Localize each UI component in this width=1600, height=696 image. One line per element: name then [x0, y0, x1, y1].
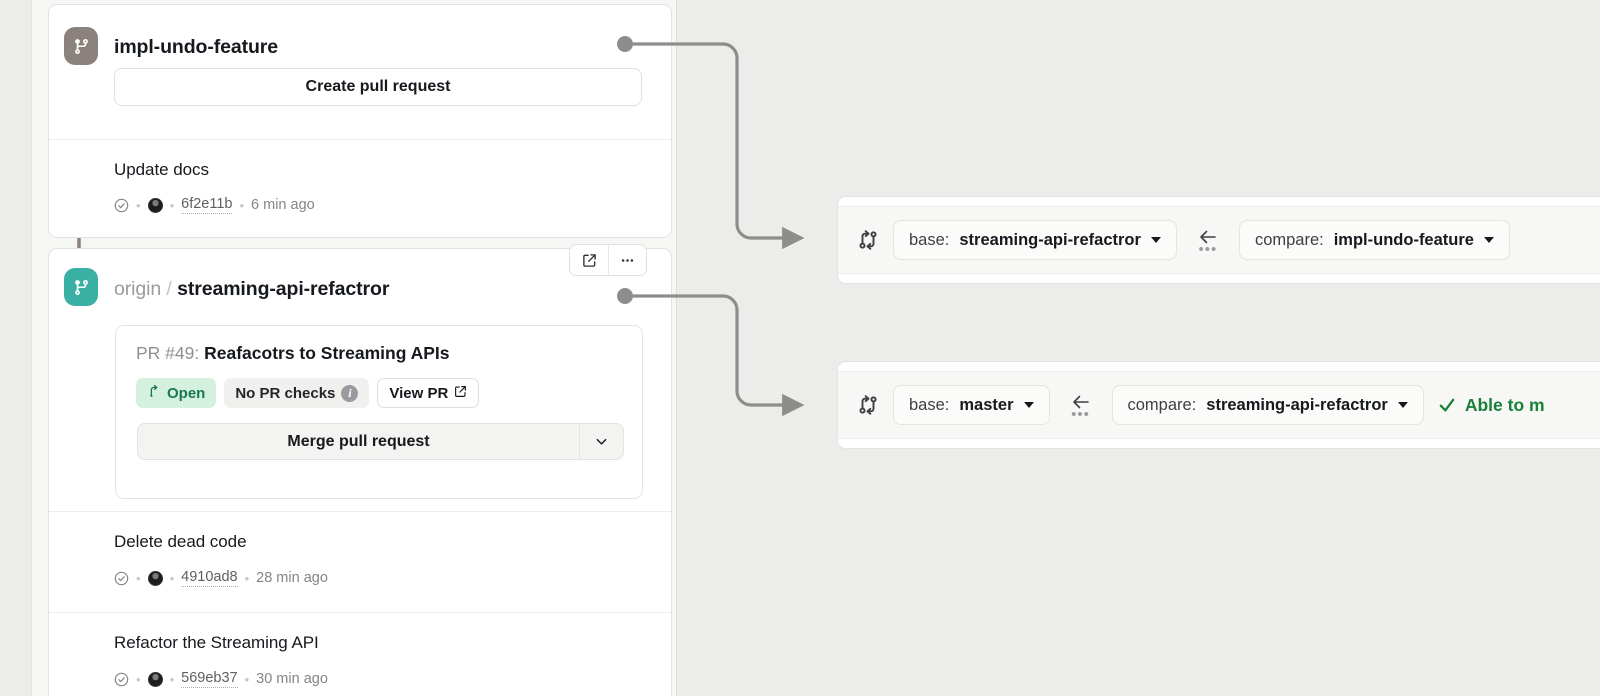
compare-bar-1: base: streaming-api-refactror ••• compar…: [837, 196, 1600, 284]
commit-sha[interactable]: 6f2e11b: [181, 196, 233, 214]
commit-time: 28 min ago: [256, 570, 328, 586]
branch-short-name: streaming-api-refactror: [177, 278, 390, 300]
arrow-left-icon: [1200, 230, 1216, 243]
commit-message[interactable]: Update docs: [114, 160, 209, 179]
compare-label: compare:: [1254, 230, 1324, 249]
commit-meta-row: • • 4910ad8 • 28 min ago: [114, 569, 328, 587]
branch-remote-prefix: origin: [114, 278, 162, 300]
commit-meta-row: • • 569eb37 • 30 min ago: [114, 670, 328, 688]
meta-separator: •: [136, 671, 141, 687]
commit-meta-row: • • 6f2e11b • 6 min ago: [114, 196, 315, 214]
base-branch-name: master: [959, 395, 1014, 414]
meta-separator: •: [169, 197, 175, 213]
open-external-button[interactable]: [570, 245, 608, 275]
branch-actions-group[interactable]: [569, 244, 647, 276]
card-divider: [49, 612, 671, 613]
compare-branch-select[interactable]: compare: impl-undo-feature: [1238, 220, 1510, 260]
meta-separator: •: [169, 671, 175, 687]
base-branch-name: streaming-api-refactror: [959, 230, 1141, 249]
left-gutter: [0, 0, 31, 696]
commit-message[interactable]: Delete dead code: [114, 532, 247, 551]
commit-time: 30 min ago: [256, 671, 328, 687]
card-divider: [49, 139, 671, 140]
external-link-icon: [454, 385, 467, 402]
compare-bar-2: base: master ••• compare: streaming-api-…: [837, 361, 1600, 449]
branch-remote-separator: /: [166, 278, 172, 300]
check-circle-icon: [114, 198, 129, 213]
external-link-icon: [582, 253, 596, 267]
create-pull-request-button[interactable]: Create pull request: [114, 68, 642, 106]
meta-separator: •: [239, 197, 245, 213]
base-label: base:: [909, 395, 950, 414]
status-badge-label: Open: [167, 384, 206, 402]
branch-card-streaming-api-refactror[interactable]: origin / streaming-api-refactror PR #49:…: [48, 248, 672, 696]
meta-separator: •: [136, 197, 141, 213]
compare-branch-select[interactable]: compare: streaming-api-refactror: [1111, 385, 1424, 425]
info-icon[interactable]: i: [341, 384, 359, 402]
merge-status: Able to m: [1438, 395, 1545, 416]
more-options-button[interactable]: [608, 245, 646, 275]
merge-options-caret[interactable]: [579, 424, 623, 459]
commit-time: 6 min ago: [251, 197, 315, 213]
meta-separator: •: [244, 671, 250, 687]
status-badge-open: Open: [136, 378, 217, 408]
pr-checks-label: No PR checks: [235, 384, 336, 402]
meta-separator: •: [136, 570, 141, 586]
git-branch-icon: [64, 268, 98, 306]
git-branch-glyph: [74, 279, 88, 295]
arrow-left-icon: [1072, 395, 1089, 408]
compare-toolbar: base: master ••• compare: streaming-api-…: [838, 371, 1600, 439]
commit-sha[interactable]: 4910ad8: [181, 569, 238, 587]
merge-pull-request-split-button[interactable]: Merge pull request: [137, 423, 624, 460]
meta-separator: •: [169, 570, 175, 586]
avatar: [147, 671, 163, 687]
view-pr-button[interactable]: View PR: [377, 378, 480, 408]
base-branch-select[interactable]: base: master: [893, 385, 1050, 425]
pr-open-icon: [147, 384, 161, 402]
compare-label: compare:: [1127, 395, 1197, 414]
git-compare-icon: [857, 229, 879, 251]
swap-branches-button[interactable]: •••: [1191, 228, 1225, 258]
git-branch-glyph: [74, 38, 88, 54]
chevron-down-icon: [1023, 402, 1034, 408]
commit-message[interactable]: Refactor the Streaming API: [114, 633, 319, 652]
swap-branches-button[interactable]: •••: [1064, 393, 1098, 423]
branch-name-label: impl-undo-feature: [114, 36, 279, 58]
swap-dots: •••: [1071, 405, 1090, 423]
chevron-down-icon: [1483, 237, 1494, 243]
swap-dots: •••: [1198, 240, 1218, 258]
pull-request-panel: PR #49: Reafacotrs to Streaming APIs Ope…: [115, 325, 643, 499]
compare-toolbar: base: streaming-api-refactror ••• compar…: [838, 206, 1600, 274]
avatar: [147, 197, 163, 213]
card-divider: [49, 511, 671, 512]
chevron-down-icon: [1397, 402, 1408, 408]
commit-sha[interactable]: 569eb37: [181, 670, 238, 688]
git-compare-icon: [857, 394, 879, 416]
branch-card-impl-undo-feature[interactable]: impl-undo-feature Create pull request Up…: [48, 4, 672, 238]
check-circle-icon: [114, 571, 129, 586]
compare-branch-name: streaming-api-refactror: [1206, 395, 1388, 414]
compare-branch-name: impl-undo-feature: [1333, 230, 1474, 249]
avatar: [147, 570, 163, 586]
pull-request-status-row: Open No PR checks i View PR: [136, 378, 480, 408]
check-icon: [1439, 398, 1455, 412]
pull-request-title: Reafacotrs to Streaming APIs: [204, 343, 450, 363]
merge-pull-request-button[interactable]: Merge pull request: [287, 432, 430, 450]
git-branch-icon: [64, 27, 98, 65]
meta-separator: •: [244, 570, 250, 586]
kebab-menu-icon: [621, 258, 634, 262]
check-circle-icon: [114, 672, 129, 687]
merge-status-label: Able to m: [1464, 394, 1545, 415]
branches-sidebar: impl-undo-feature Create pull request Up…: [31, 0, 677, 696]
pull-request-number: PR #49:: [136, 343, 200, 363]
chevron-down-icon: [1150, 237, 1161, 243]
chevron-down-icon: [596, 438, 607, 445]
view-pr-label: View PR: [389, 384, 449, 402]
pull-request-heading: PR #49: Reafacotrs to Streaming APIs: [136, 343, 450, 364]
base-branch-select[interactable]: base: streaming-api-refactror: [893, 220, 1177, 260]
branch-name-label: origin / streaming-api-refactror: [114, 278, 389, 301]
base-label: base:: [909, 230, 950, 249]
pr-checks-badge[interactable]: No PR checks i: [224, 378, 370, 408]
